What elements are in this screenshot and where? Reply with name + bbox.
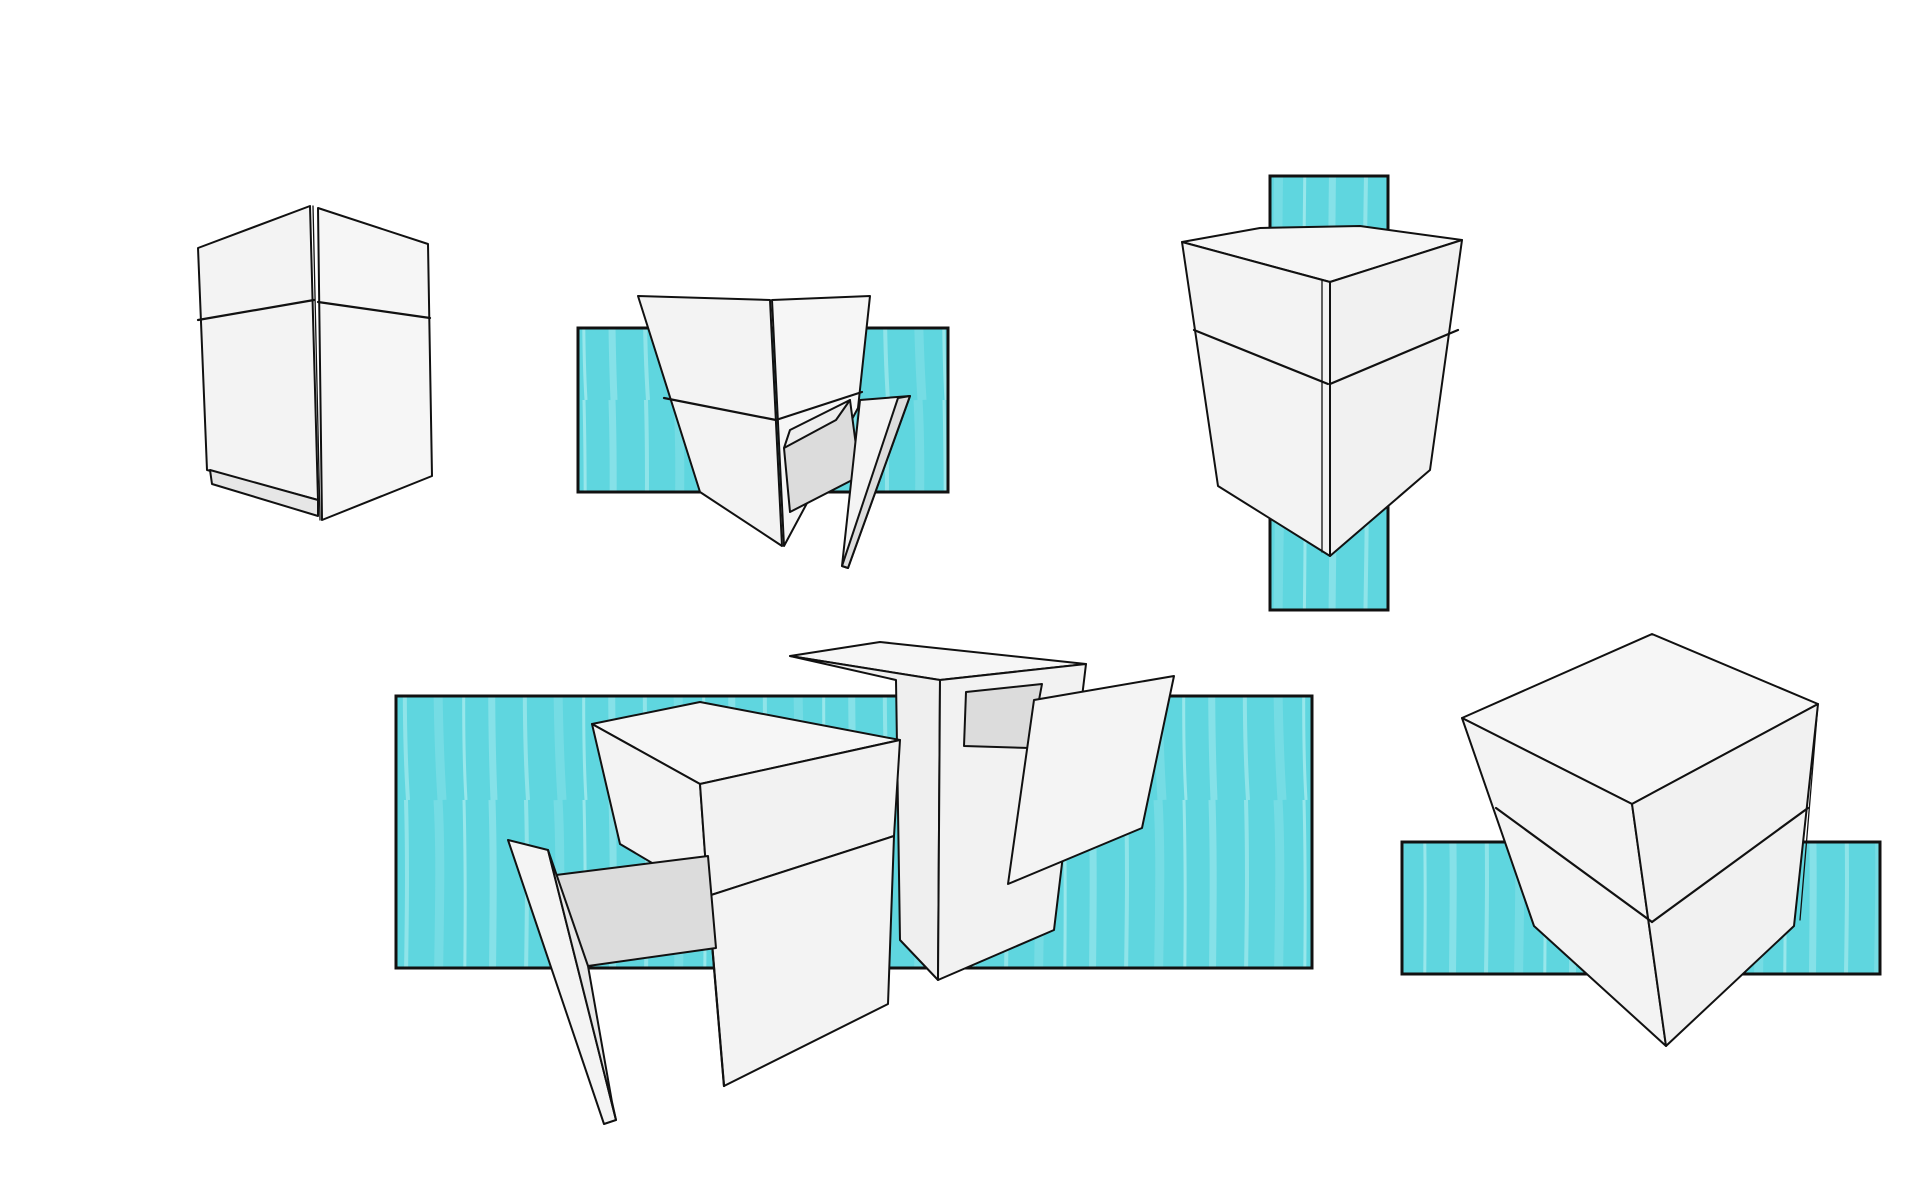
rear-drawer-front	[1007, 675, 1175, 885]
cabinet-plinth	[209, 469, 319, 517]
sketch-cabinet-eye-level	[196, 205, 433, 521]
open-drawer-front-edge	[547, 849, 617, 1121]
drawer-seam-right	[1650, 806, 1810, 924]
cabinet-back-edge	[1799, 703, 1819, 921]
sketch-cabinet-low-view	[1181, 174, 1463, 612]
drawer-seam-left	[196, 298, 316, 322]
drawer-side	[783, 399, 851, 449]
drawer-seam-left	[662, 396, 778, 422]
cabinet-right-face	[317, 207, 433, 521]
drawer-seam-left	[1494, 806, 1654, 924]
sketch-cabinet-open-drawer	[576, 295, 950, 569]
cabinet-front-edge	[312, 205, 321, 521]
cabinet-left-face	[637, 295, 783, 547]
cabinet-right-face	[1631, 703, 1819, 1047]
rear-cabinet-side	[789, 655, 941, 981]
cabinet-left-face	[197, 205, 319, 501]
drawer-seam-right	[316, 300, 432, 320]
cabinet-right-face	[1329, 239, 1463, 557]
drawer-seam-right	[1328, 328, 1460, 386]
sketch-cabinet-top-view	[1400, 633, 1882, 1047]
drawer-seam-left	[1192, 328, 1330, 386]
cabinet-left-face	[1181, 241, 1331, 557]
drawer-seam-right	[774, 390, 864, 422]
drawer-front-edge	[841, 395, 911, 569]
sketch-cabinets-exploded	[394, 641, 1314, 1125]
